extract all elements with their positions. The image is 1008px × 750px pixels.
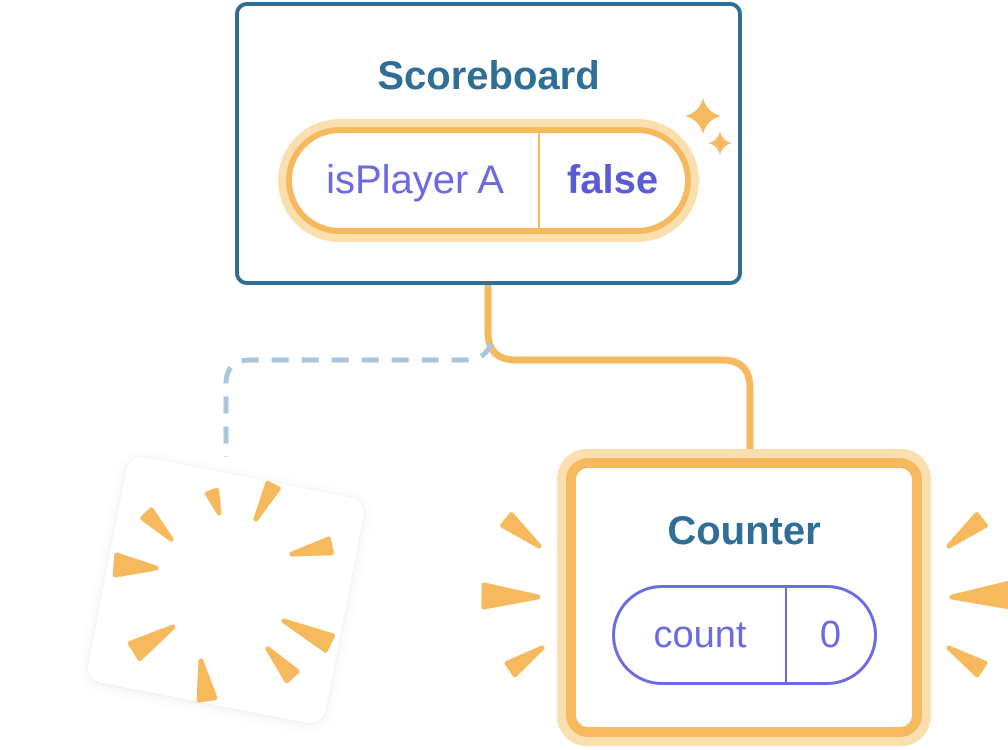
emphasis-wedge-left-middle xyxy=(481,582,541,610)
counter-state-pill: count 0 xyxy=(612,585,877,685)
counter-component-highlight: Counter count 0 xyxy=(557,449,931,746)
emphasis-wedge-right-top xyxy=(946,512,988,549)
active-connector-line xyxy=(484,285,754,456)
scoreboard-title: Scoreboard xyxy=(377,54,600,98)
counter-state-value: 0 xyxy=(785,588,874,682)
scoreboard-component-card: Scoreboard isPlayer A false xyxy=(235,2,742,285)
emphasis-wedge-right-middle xyxy=(949,580,1008,610)
emphasis-wedge-left-top xyxy=(500,512,542,549)
emphasis-wedge-left-bottom xyxy=(504,645,545,678)
removed-connector-dashed-line xyxy=(223,342,494,457)
scoreboard-state-key: isPlayer A xyxy=(326,158,504,202)
counter-state-key: count xyxy=(653,613,747,656)
counter-title: Counter xyxy=(667,509,821,553)
removed-component-card xyxy=(85,454,367,726)
scoreboard-state-pill: isPlayer A false xyxy=(286,127,691,234)
scoreboard-state-pill-highlight: isPlayer A false xyxy=(278,119,699,242)
scoreboard-state-value: false xyxy=(538,133,685,228)
emphasis-wedge-right-bottom xyxy=(946,645,988,678)
